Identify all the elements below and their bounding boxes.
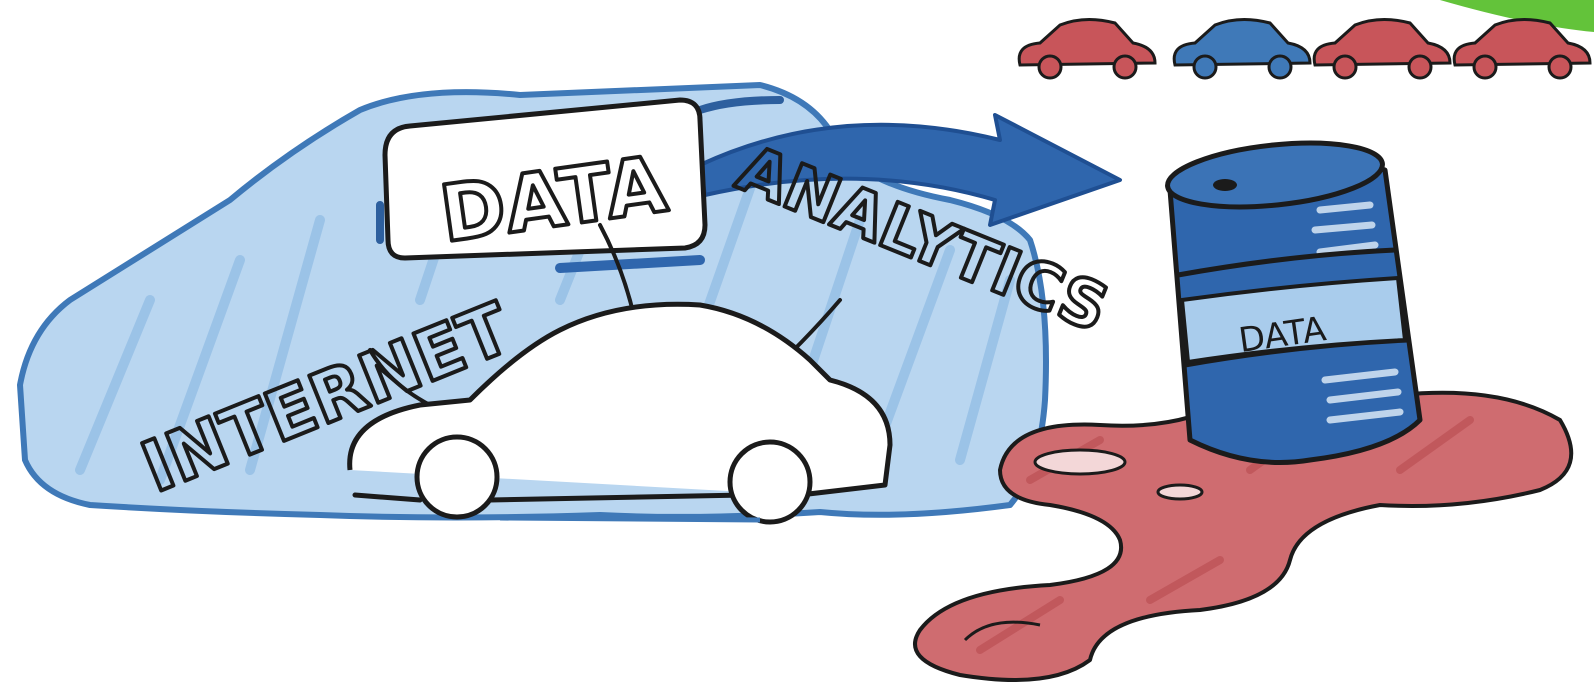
car-outline-icon [347, 301, 893, 525]
data-box: DATA [382, 97, 708, 262]
connector-dash [555, 255, 705, 273]
car-red-icon [1017, 18, 1157, 80]
car-blue-icon [1172, 18, 1312, 80]
oil-barrel-icon: DATA [1165, 140, 1423, 465]
oil-spill-icon [913, 390, 1574, 682]
corner-accent [1440, 0, 1594, 32]
car-red-icon [1312, 18, 1452, 80]
car-fleet [1017, 18, 1592, 80]
car-red-icon [1452, 18, 1592, 80]
curved-arrow-icon [698, 113, 1122, 227]
